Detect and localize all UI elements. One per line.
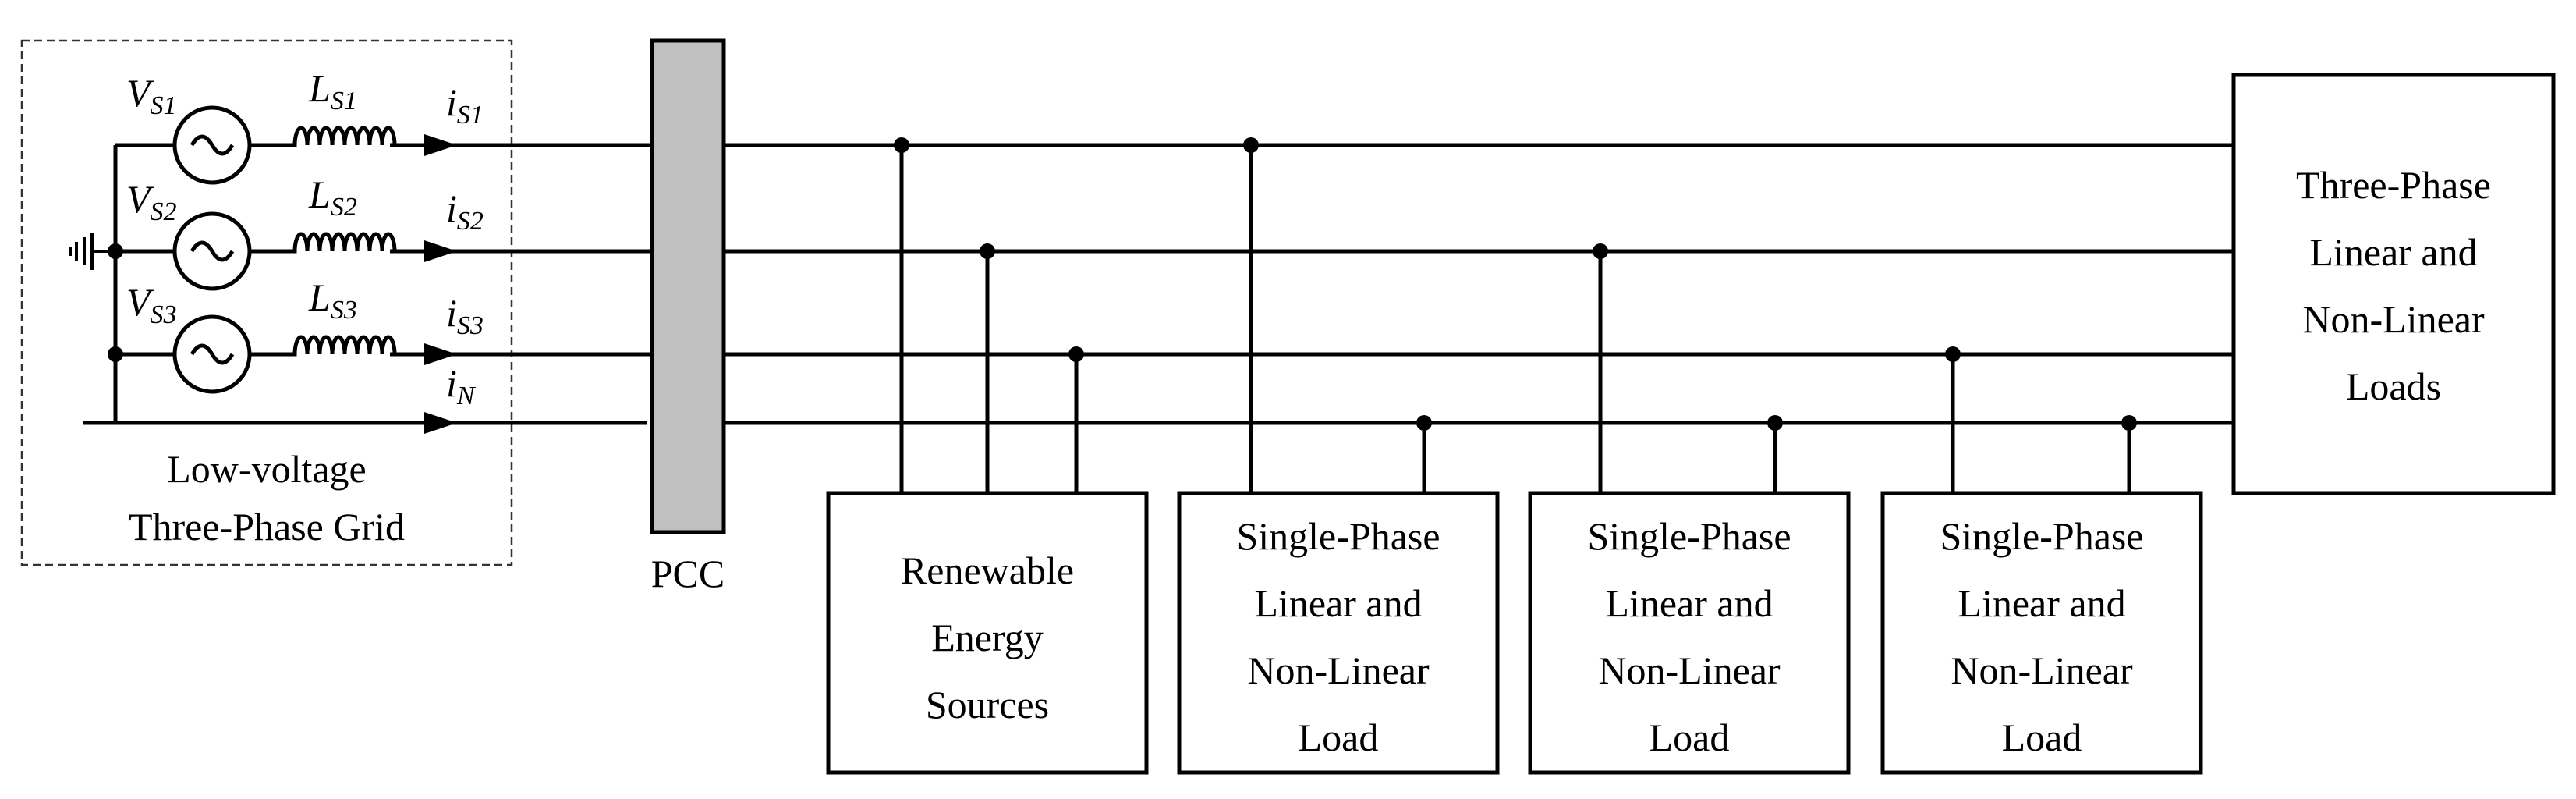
- junction-dot: [2121, 415, 2137, 431]
- junction-dot: [1416, 415, 1432, 431]
- current-label-s3: iS3: [446, 291, 484, 340]
- svg-text:Load: Load: [1299, 716, 1379, 759]
- svg-text:Single-Phase: Single-Phase: [1587, 514, 1791, 558]
- svg-text:Three-Phase: Three-Phase: [2296, 163, 2491, 207]
- source-label-s1: VS1: [126, 71, 177, 120]
- grid-label-line1: Low-voltage: [167, 447, 366, 491]
- current-arrow-icon: [424, 134, 457, 156]
- junction-dot: [894, 137, 909, 153]
- junction-dot: [980, 243, 995, 259]
- svg-text:Linear and: Linear and: [1958, 581, 2125, 625]
- source-s3: [172, 314, 252, 394]
- svg-text:Non-Linear: Non-Linear: [1247, 648, 1430, 692]
- current-arrow-icon: [424, 412, 457, 434]
- inductor-s1: [290, 126, 402, 147]
- svg-text:Non-Linear: Non-Linear: [1598, 648, 1781, 692]
- svg-text:Load: Load: [2002, 716, 2082, 759]
- current-label-s1: iS1: [446, 80, 484, 130]
- junction-dot: [1945, 346, 1961, 362]
- svg-text:Renewable: Renewable: [901, 549, 1074, 592]
- svg-text:Linear and: Linear and: [1254, 581, 1422, 625]
- inductor-s2: [290, 232, 402, 254]
- inductor-s3: [290, 335, 402, 357]
- current-arrow-icon: [424, 240, 457, 262]
- svg-text:Energy: Energy: [931, 616, 1043, 659]
- source-s1: [172, 105, 252, 185]
- current-label-n: iN: [446, 361, 477, 410]
- svg-text:Non-Linear: Non-Linear: [1951, 648, 2133, 692]
- grid-boundary: [20, 39, 513, 566]
- junction-dot: [1593, 243, 1608, 259]
- svg-text:Single-Phase: Single-Phase: [1940, 514, 2143, 558]
- current-arrow-icon: [424, 343, 457, 365]
- junction-dot: [1243, 137, 1259, 153]
- junction-dot: [1767, 415, 1783, 431]
- source-s2: [172, 211, 252, 291]
- junction-dot: [1068, 346, 1084, 362]
- svg-text:Non-Linear: Non-Linear: [2302, 297, 2485, 341]
- svg-text:Linear and: Linear and: [2309, 230, 2477, 274]
- svg-text:Sources: Sources: [926, 683, 1049, 726]
- source-label-s2: VS2: [126, 177, 177, 226]
- single-phase-load-block-2: Single-Phase Linear and Non-Linear Load: [1528, 491, 1851, 775]
- three-phase-load-block: Three-Phase Linear and Non-Linear Loads: [2231, 73, 2556, 495]
- svg-text:Load: Load: [1649, 716, 1730, 759]
- pcc-bus: [650, 38, 726, 534]
- star-junction-dot: [108, 346, 123, 362]
- single-phase-load-block-1: Single-Phase Linear and Non-Linear Load: [1177, 491, 1500, 775]
- current-label-s2: iS2: [446, 186, 484, 236]
- svg-text:Linear and: Linear and: [1605, 581, 1773, 625]
- grid-label-line2: Three-Phase Grid: [129, 505, 405, 549]
- single-phase-load-block-3: Single-Phase Linear and Non-Linear Load: [1880, 491, 2203, 775]
- pcc-label: PCC: [651, 552, 725, 595]
- svg-text:Single-Phase: Single-Phase: [1236, 514, 1440, 558]
- inductor-label-s3: LS3: [308, 275, 357, 325]
- svg-text:Loads: Loads: [2346, 364, 2441, 408]
- inductor-label-s2: LS2: [308, 172, 357, 222]
- source-label-s3: VS3: [126, 280, 177, 329]
- inductor-label-s1: LS1: [308, 66, 357, 115]
- renewable-sources-block: Renewable Energy Sources: [826, 491, 1149, 775]
- star-junction-dot: [108, 243, 123, 259]
